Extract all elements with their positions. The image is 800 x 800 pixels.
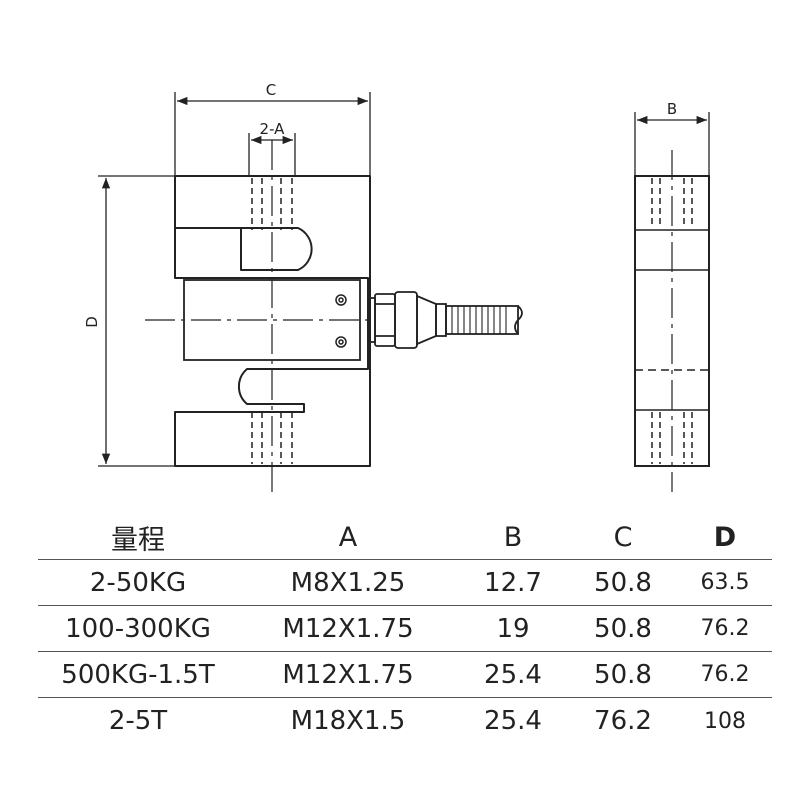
dimension-C-label: C — [266, 81, 276, 99]
table-row: 100-300KG M12X1.75 19 50.8 76.2 — [38, 605, 772, 652]
cell-A: M18X1.5 — [238, 697, 458, 744]
center-lines — [145, 140, 372, 495]
cell-range: 100-300KG — [38, 605, 238, 652]
table-row: 2-5T M18X1.5 25.4 76.2 108 — [38, 697, 772, 744]
table-header-row: 量程 A B C D — [38, 515, 772, 560]
cell-A: M12X1.75 — [238, 605, 458, 652]
cell-range: 2-50KG — [38, 559, 238, 606]
cell-C: 50.8 — [568, 559, 678, 606]
cell-B: 19 — [458, 605, 568, 652]
front-view — [145, 140, 523, 495]
header-A: A — [338, 521, 358, 553]
cell-range: 2-5T — [38, 697, 238, 744]
load-cell-drawing: C 2-A D B — [83, 81, 710, 495]
cable-connector — [369, 291, 523, 349]
dimension-2A — [248, 133, 296, 176]
cell-C: 50.8 — [568, 605, 678, 652]
cell-D: 108 — [678, 697, 772, 744]
cable-texture — [451, 306, 507, 334]
cell-A: M12X1.75 — [238, 651, 458, 698]
screws — [335, 294, 347, 348]
cell-A: M8X1.25 — [238, 559, 458, 606]
dimension-D-label: D — [83, 316, 101, 328]
cell-B: 12.7 — [458, 559, 568, 606]
dimension-C — [174, 92, 371, 176]
cell-C: 76.2 — [568, 697, 678, 744]
dimension-B — [634, 112, 710, 176]
cell-C: 50.8 — [568, 651, 678, 698]
cell-range: 500KG-1.5T — [38, 651, 238, 698]
cell-D: 76.2 — [678, 651, 772, 698]
cell-B: 25.4 — [458, 697, 568, 744]
table-row: 2-50KG M8X1.25 12.7 50.8 63.5 — [38, 559, 772, 606]
header-B: B — [503, 521, 523, 553]
cell-B: 25.4 — [458, 651, 568, 698]
spec-table: 量程 A B C D 2-50KG M8X1.25 12.7 50.8 63.5… — [38, 515, 772, 744]
thread-hidden-lines-top — [251, 178, 293, 464]
dimension-2A-label: 2-A — [260, 120, 286, 138]
side-thread-hidden-lines — [651, 178, 693, 464]
cell-D: 63.5 — [678, 559, 772, 606]
header-C: C — [613, 521, 633, 553]
header-D: D — [713, 521, 737, 553]
table-row: 500KG-1.5T M12X1.75 25.4 50.8 76.2 — [38, 651, 772, 698]
cell-D: 76.2 — [678, 605, 772, 652]
dimension-D — [98, 175, 175, 467]
side-view — [634, 150, 710, 492]
s-body-outline — [174, 175, 371, 467]
header-range: 量程 — [111, 524, 165, 556]
dimension-B-label: B — [667, 100, 677, 118]
